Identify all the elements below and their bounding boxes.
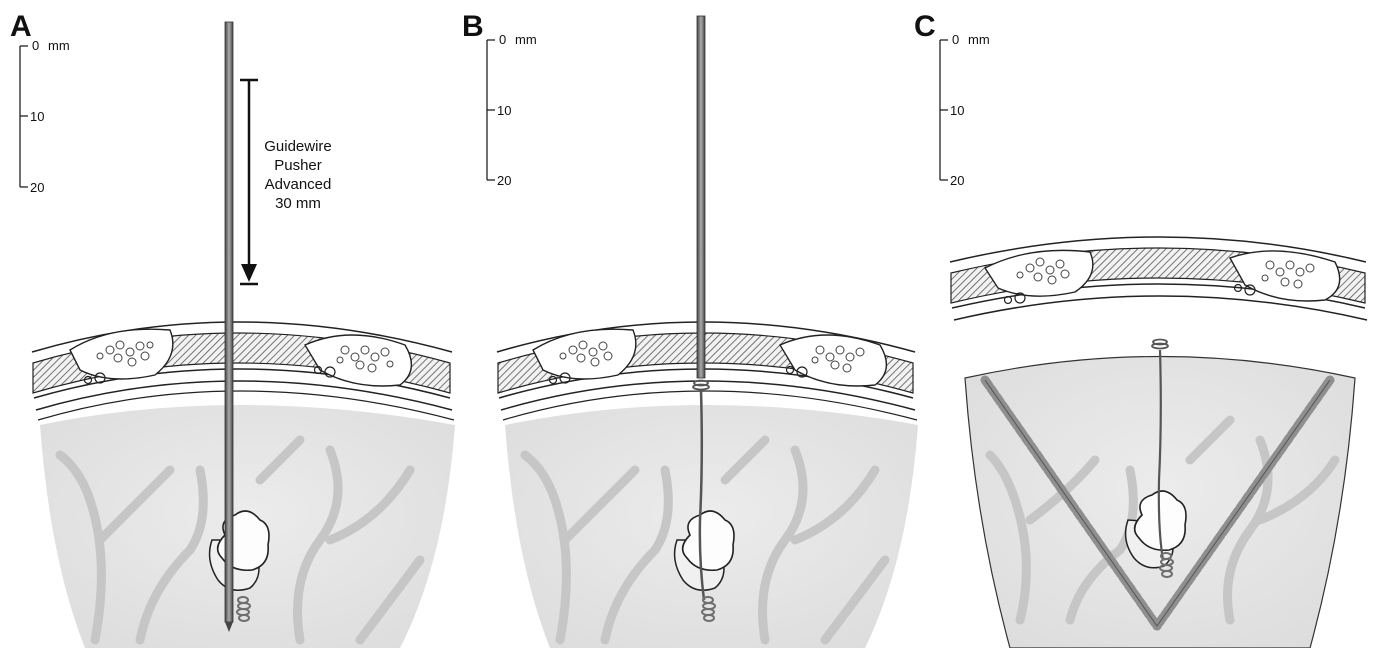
scale-tick-10: 10 [950,103,964,118]
panel-b: B 0 mm 10 20 [462,10,918,648]
annotation-line1: Guidewire [264,138,332,155]
needle [225,22,233,622]
scale-tick-20: 20 [950,173,964,188]
fat-lobule [70,329,173,379]
depth-scale-a: 0 mm 10 20 [20,38,70,195]
scale-tick-20: 20 [497,173,511,188]
guidewire-anchor [693,381,709,390]
panel-letter-b: B [462,10,484,43]
depth-scale-b: 0 mm 10 20 [487,32,537,188]
depth-scale-c: 0 mm 10 20 [940,32,990,188]
fat-lobule [985,250,1093,296]
scale-tick-0: 0 [499,32,506,47]
panel-a: A 0 mm 10 20 [10,10,455,648]
advance-annotation: Guidewire Pusher Advanced 30 mm [264,138,332,212]
guidewire-anchor [1152,340,1168,349]
panel-letter-a: A [10,10,32,43]
annotation-line2: Pusher [274,157,322,174]
scale-tick-0: 0 [952,32,959,47]
advance-arrow [240,80,258,284]
fat-lobule [305,335,411,386]
scale-tick-20: 20 [30,180,44,195]
scale-unit: mm [48,38,70,53]
scale-unit: mm [515,32,537,47]
annotation-line3: Advanced [265,176,332,193]
panel-letter-c: C [914,10,936,43]
scale-tick-0: 0 [32,38,39,53]
panel-c: C 0 mm 10 20 [914,10,1367,648]
fat-lobule [533,329,636,379]
fat-lobule [780,335,886,386]
pusher [697,16,705,378]
scale-tick-10: 10 [30,109,44,124]
scale-tick-10: 10 [497,103,511,118]
scale-unit: mm [968,32,990,47]
annotation-line4: 30 mm [275,195,321,212]
